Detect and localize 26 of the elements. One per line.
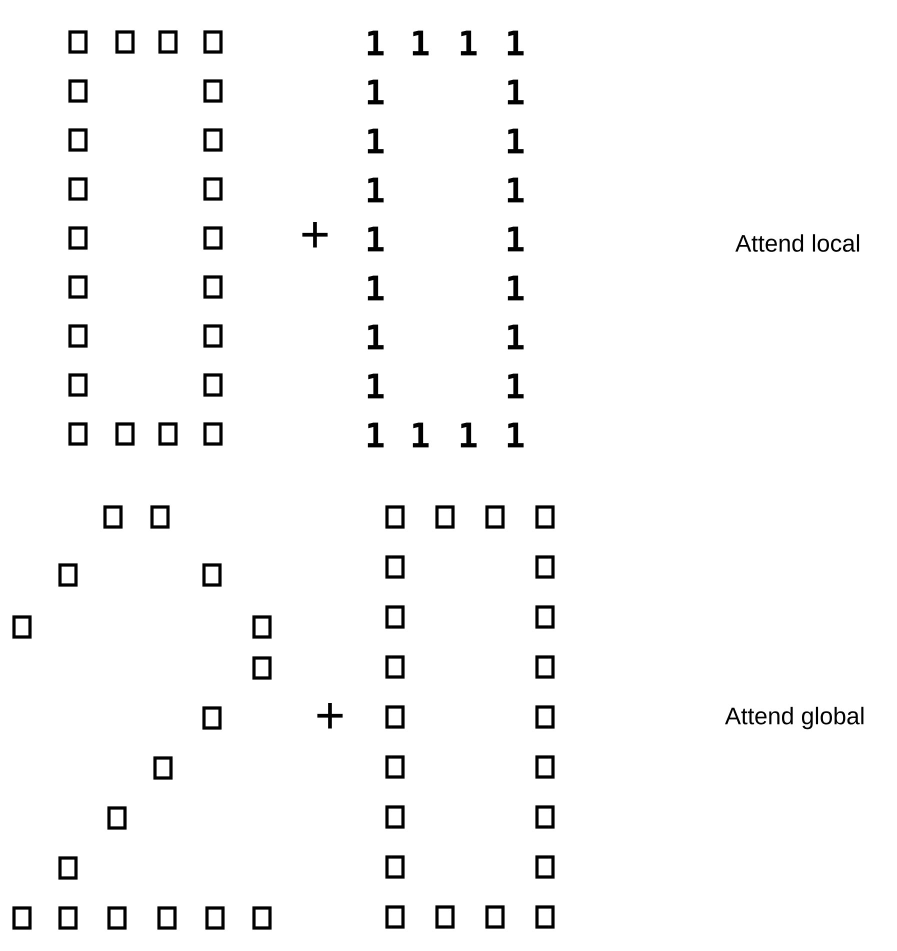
digit: 1 [460,30,477,56]
digit: 1 [508,226,524,252]
digit: 1 [368,226,384,252]
plus-sign: + [317,703,343,728]
digit: 1 [368,178,384,202]
digit: 1 [368,276,384,300]
caption-label: Attend global [725,706,864,730]
plus-sign: + [302,222,328,248]
digit: 1 [508,374,524,398]
digit: 1 [508,80,524,104]
digit: 1 [508,128,524,154]
digit: 1 [508,276,524,300]
digit: 1 [412,30,429,56]
digit: 1 [508,422,524,448]
digit: 1 [368,422,384,448]
digit: 1 [508,30,524,56]
digit: 1 [412,422,429,448]
digit: 1 [508,324,524,350]
digit: 1 [508,178,524,202]
digit: 1 [368,324,384,350]
digit: 1 [368,128,384,154]
digit: 1 [460,422,477,448]
digit: 1 [368,80,384,104]
caption-label: Attend local [735,234,860,252]
digit: 1 [368,374,384,398]
digit: 1 [368,30,384,56]
